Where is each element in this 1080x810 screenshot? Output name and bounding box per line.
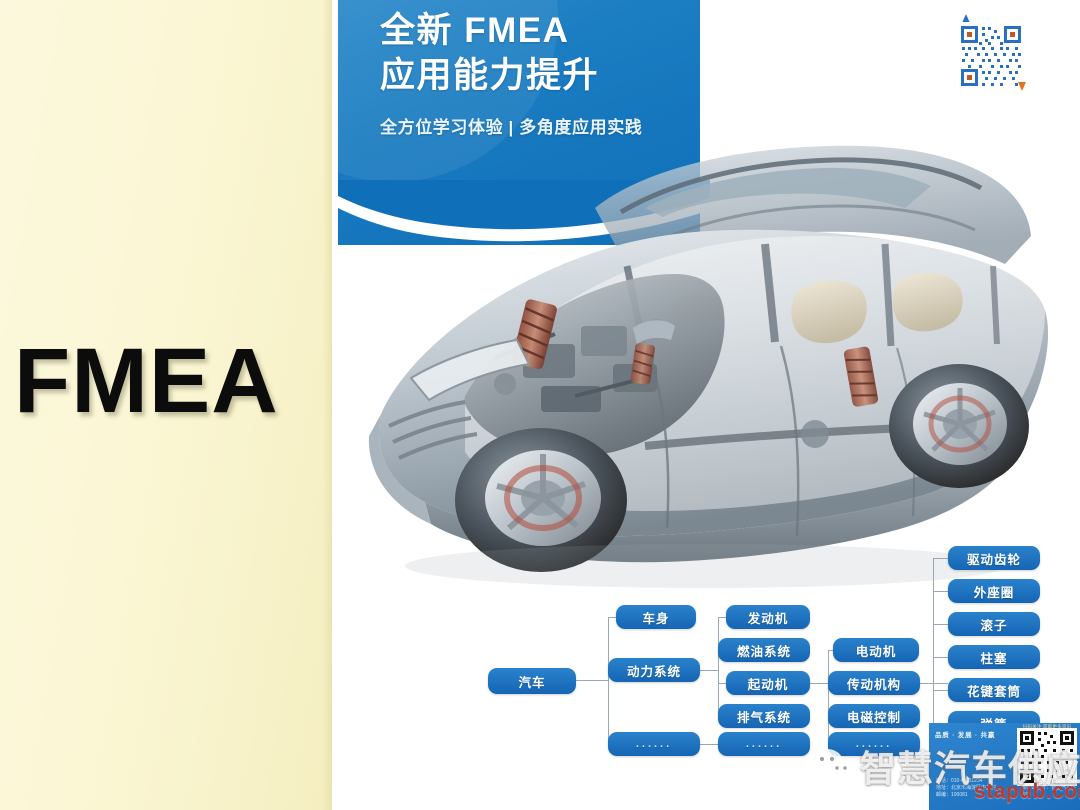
connector [933, 657, 948, 659]
qr-arrow-bottom-icon [1018, 82, 1026, 91]
tree-node-starter[interactable]: 起动机 [726, 671, 810, 695]
connector [718, 683, 726, 685]
connector [810, 683, 828, 685]
tree-node-body[interactable]: 车身 [616, 605, 696, 629]
connector [700, 744, 718, 746]
tree-node-outer-race[interactable]: 外座圈 [948, 579, 1040, 603]
promo-qr-caption: 扫码关注 获取更多资讯 [1022, 724, 1072, 729]
tree-node-exhaust-system[interactable]: 排气系统 [718, 704, 810, 728]
connector [608, 617, 616, 619]
connector [933, 591, 948, 593]
connector [933, 690, 948, 692]
banner-title-line2: 应用能力提升 [380, 56, 600, 95]
banner-subtitle: 全方位学习体验 | 多角度应用实践 [380, 118, 643, 137]
qr-arrow-top-icon [962, 14, 970, 23]
system-hierarchy-diagram: 汽车 车身 动力系统 ...... 发动机 燃油系统 起动机 排气系统 ....… [478, 540, 1080, 785]
tree-node-electromagnetic-control[interactable]: 电磁控制 [828, 704, 920, 728]
tree-node-powertrain[interactable]: 动力系统 [608, 658, 700, 682]
promo-qr-code[interactable] [1017, 728, 1077, 786]
promo-card: 品质 · 发展 · 共赢 电话：010-68111234 地址：北京市海淀区中关… [929, 723, 1080, 810]
connector [700, 670, 718, 672]
tree-node-vehicle[interactable]: 汽车 [488, 668, 576, 694]
left-cream-panel [0, 0, 332, 810]
tree-node-more-level3[interactable]: ...... [718, 732, 810, 756]
tree-node-more-level2[interactable]: ...... [608, 732, 700, 756]
connector [718, 617, 726, 619]
promo-contact: 电话：010-68111234 地址：北京市海淀区中关村 邮编：100081 [936, 778, 1008, 799]
tree-node-engine[interactable]: 发动机 [726, 605, 810, 629]
promo-slogan: 品质 · 发展 · 共赢 [935, 732, 996, 739]
page-title: FMEA [14, 330, 279, 432]
connector [933, 558, 935, 723]
promo-contact-line1: 电话：010-68111234 [936, 778, 983, 784]
qr-code-top-right[interactable] [957, 22, 1025, 90]
connector [933, 558, 948, 560]
tree-node-plunger[interactable]: 柱塞 [948, 645, 1040, 669]
tree-node-spline-sleeve[interactable]: 花键套筒 [948, 678, 1040, 702]
connector [828, 650, 830, 744]
tree-node-fuel-system[interactable]: 燃油系统 [718, 638, 810, 662]
connector [828, 650, 833, 652]
connector [608, 617, 610, 744]
connector [718, 617, 720, 716]
promo-qr-note: 微信公众号：智慧汽车供应链 [1021, 785, 1077, 798]
promo-contact-line2: 地址：北京市海淀区中关村 [936, 785, 997, 791]
banner-title-line1: 全新 FMEA [380, 11, 570, 50]
tree-node-drive-gear[interactable]: 驱动齿轮 [948, 546, 1040, 570]
banner-title: 全新 FMEA 应用能力提升 [380, 8, 680, 98]
tree-node-more-level4[interactable]: ...... [828, 732, 920, 756]
tree-node-roller[interactable]: 滚子 [948, 612, 1040, 636]
watermark-site: stapub.com [974, 780, 1080, 803]
connector [576, 680, 608, 682]
tree-node-transmission[interactable]: 传动机构 [828, 671, 920, 695]
tree-node-electric-motor[interactable]: 电动机 [833, 638, 919, 662]
connector [933, 624, 948, 626]
promo-contact-line3: 邮编：100081 [936, 792, 968, 798]
